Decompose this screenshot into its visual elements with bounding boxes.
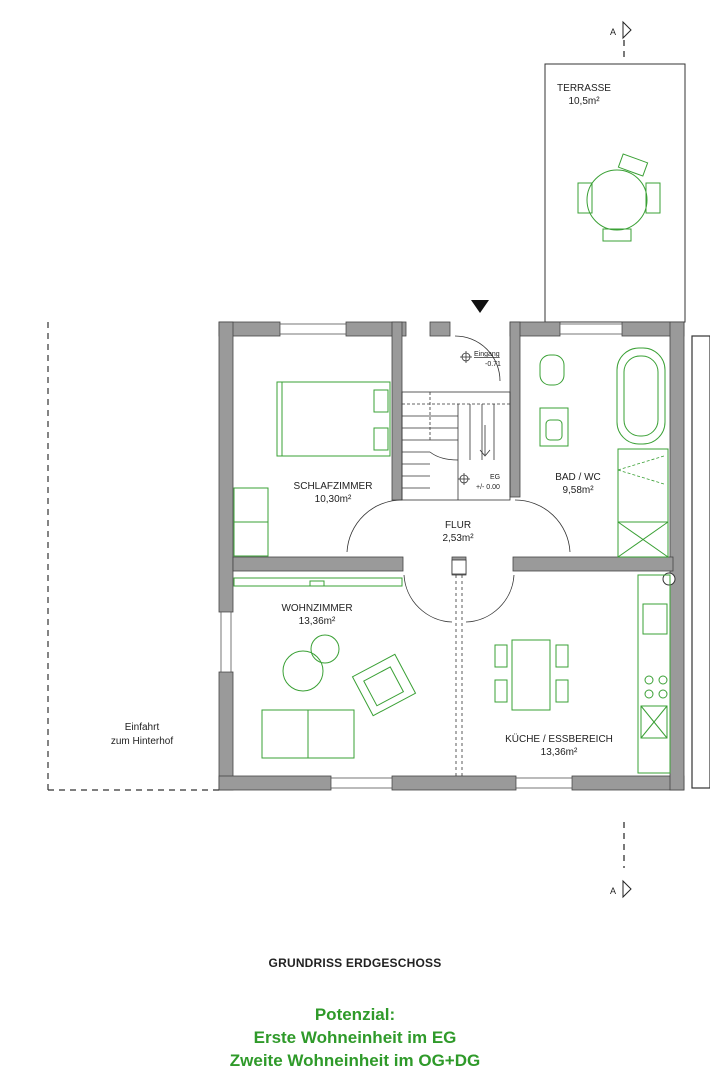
terrace: TERRASSE 10,5m²	[544, 63, 686, 323]
shower-icon	[617, 448, 669, 558]
side-table-icon	[282, 650, 324, 692]
living-name: WOHNZIMMER	[281, 603, 352, 614]
door-swings	[346, 499, 571, 623]
downpipe-icon	[662, 572, 676, 586]
section-marker-bottom-label: A	[610, 886, 616, 896]
potential-line1: Erste Wohneinheit im EG	[253, 1028, 457, 1047]
bath-fixtures	[539, 347, 669, 558]
plan-title: GRUNDRISS ERDGESCHOSS	[268, 956, 442, 970]
bedroom-name: SCHLAFZIMMER	[294, 481, 373, 492]
terrace-table-icon	[577, 153, 661, 242]
bed-icon	[276, 381, 391, 457]
kitchen-counter-icon	[637, 574, 671, 774]
potential-line2: Zweite Wohneinheit im OG+DG	[229, 1051, 481, 1070]
eg-level: +/- 0.00	[476, 484, 500, 491]
living-furniture	[233, 577, 417, 759]
eg-level-marker: EG +/- 0.00	[458, 473, 500, 491]
kitchen-name: KÜCHE / ESSBEREICH	[505, 733, 613, 745]
bedroom-area: 10,30m²	[315, 494, 352, 505]
driveway	[47, 322, 219, 791]
kitchen-furniture	[494, 574, 671, 774]
terrace-name: TERRASSE	[557, 83, 611, 94]
bathtub-icon	[616, 347, 666, 445]
eg-label: EG	[490, 474, 500, 481]
section-arrow-bottom-icon	[622, 879, 632, 899]
staircase	[401, 391, 511, 501]
armchair-icon	[351, 653, 417, 717]
neighbour-wall	[691, 335, 710, 789]
column	[451, 559, 467, 575]
entrance-arrow-icon	[471, 300, 489, 313]
walls	[218, 321, 685, 791]
terrace-area: 10,5m²	[568, 96, 600, 107]
driveway-line1: Einfahrt	[125, 722, 160, 733]
toilet-icon	[539, 354, 565, 386]
section-arrow-top-icon	[622, 20, 632, 40]
bath-area: 9,58m²	[562, 485, 594, 496]
living-area: 13,36m²	[299, 616, 336, 627]
driveway-line2: zum Hinterhof	[111, 736, 173, 747]
potential-heading: Potenzial:	[314, 1005, 396, 1024]
section-marker-top: A	[610, 20, 632, 60]
bath-name: BAD / WC	[555, 472, 601, 483]
entrance-label: Eingang	[474, 351, 500, 358]
dining-table-icon	[511, 639, 551, 711]
wardrobe-icon	[233, 487, 269, 557]
entrance-level: -0.71	[485, 361, 501, 368]
section-marker-top-label: A	[610, 27, 616, 37]
entrance-door-swing	[454, 335, 501, 382]
hall-area: 2,53m²	[442, 533, 474, 544]
kitchen-area: 13,36m²	[541, 747, 578, 758]
entrance-level-marker: Eingang -0.71	[460, 351, 501, 368]
section-marker-bottom: A	[610, 822, 632, 899]
hall-name: FLUR	[445, 520, 471, 531]
